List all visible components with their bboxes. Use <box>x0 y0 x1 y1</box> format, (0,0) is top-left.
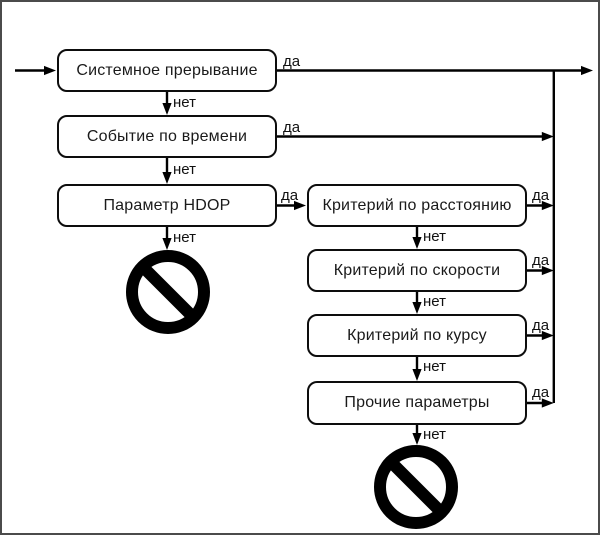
node-label: Критерий по расстоянию <box>322 196 512 214</box>
edge-label-no-system-interrupt: нет <box>173 94 196 111</box>
arrowhead <box>162 172 172 184</box>
edge-label-yes-course: да <box>532 317 550 334</box>
arrowhead <box>412 302 422 314</box>
arrowhead <box>581 65 593 76</box>
arrowhead <box>412 237 422 249</box>
no-entry-icon <box>374 445 458 529</box>
node-hdop-parameter: Параметр HDOP <box>57 184 277 227</box>
arrowhead <box>44 65 56 76</box>
arrowhead <box>412 433 422 445</box>
node-speed-criterion: Критерий по скорости <box>307 249 527 292</box>
edge-label-no-course: нет <box>423 358 446 375</box>
node-label: Системное прерывание <box>76 61 258 79</box>
arrowhead <box>541 398 554 408</box>
node-course-criterion: Критерий по курсу <box>307 314 527 357</box>
node-label: Критерий по курсу <box>347 326 487 344</box>
arrowhead <box>294 200 306 211</box>
node-distance-criterion: Критерий по расстоянию <box>307 184 527 227</box>
node-label: Событие по времени <box>86 127 248 145</box>
arrowhead <box>541 330 554 341</box>
edge-label-no-time-event: нет <box>173 161 196 178</box>
edge-label-yes-speed: да <box>532 252 550 269</box>
no-entry-icon <box>126 250 210 334</box>
arrowhead <box>412 369 422 381</box>
edge-label-no-hdop: нет <box>173 229 196 246</box>
node-label: Прочие параметры <box>344 394 490 411</box>
edge-label-yes-system-interrupt: да <box>283 53 301 70</box>
node-system-interrupt: Системное прерывание <box>57 49 277 92</box>
arrowhead <box>541 200 554 211</box>
node-label: Критерий по скорости <box>333 261 501 279</box>
arrowhead <box>162 238 172 250</box>
node-other-parameters: Прочие параметры <box>307 381 527 425</box>
arrowhead <box>541 131 554 142</box>
edge-label-yes-other: да <box>532 384 550 401</box>
node-label: Параметр HDOP <box>103 196 231 214</box>
edge-label-no-distance: нет <box>423 228 446 245</box>
edge-label-no-other: нет <box>423 426 446 443</box>
edge-label-yes-hdop: да <box>281 187 299 204</box>
node-time-event: Событие по времени <box>57 115 277 158</box>
arrowhead <box>162 103 172 115</box>
edge-label-yes-distance: да <box>532 187 550 204</box>
arrowhead <box>541 265 554 276</box>
edge-label-yes-time-event: да <box>283 119 301 136</box>
edge-label-no-speed: нет <box>423 293 446 310</box>
